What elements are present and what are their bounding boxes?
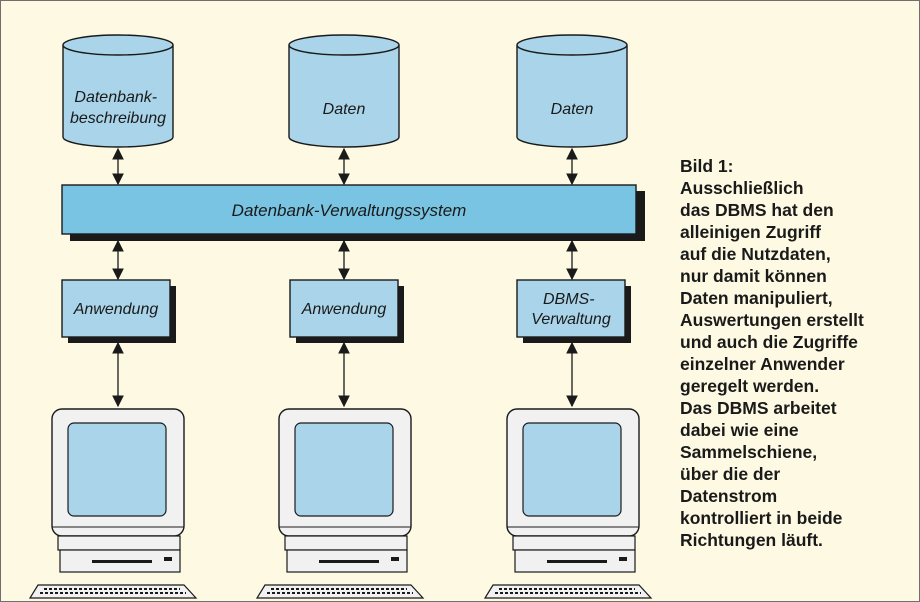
application-label: Anwendung xyxy=(73,301,159,318)
application-label: Anwendung xyxy=(301,301,387,318)
dbms-bus: Datenbank-Verwaltungssystem xyxy=(61,184,645,241)
bus-app-connectors xyxy=(112,239,578,281)
workstation-2 xyxy=(255,408,425,599)
application-box-3: DBMS- Verwaltung xyxy=(516,279,631,343)
database-cylinder-2: Daten xyxy=(288,34,400,148)
svg-text:Datenbank- beschreibung: Datenbank- beschreibung xyxy=(70,89,166,127)
dbms-bus-label: Datenbank-Verwaltungssystem xyxy=(232,201,467,220)
application-box-1: Anwendung xyxy=(61,279,176,343)
database-label-line: Datenbank- xyxy=(74,89,157,106)
svg-text:DBMS- Verwaltung: DBMS- Verwaltung xyxy=(531,291,611,328)
database-label: Daten xyxy=(323,101,366,118)
database-cylinder-3: Daten xyxy=(516,34,628,148)
database-label: Daten xyxy=(551,101,594,118)
app-workstation-connectors xyxy=(112,341,578,408)
application-box-2: Anwendung xyxy=(289,279,404,343)
figure-caption: Bild 1: Ausschließlich das DBMS hat den … xyxy=(680,155,915,551)
database-cylinder-1: Datenbank- beschreibung xyxy=(62,34,174,148)
caption-text: Ausschließlich das DBMS hat den alleinig… xyxy=(680,178,864,550)
workstation-1 xyxy=(28,408,198,599)
workstation-3 xyxy=(483,408,653,599)
computer-icon xyxy=(483,408,653,599)
computer-icon xyxy=(28,408,198,599)
computer-icon xyxy=(255,408,425,599)
database-label-line: beschreibung xyxy=(70,110,166,127)
db-bus-connectors xyxy=(112,147,578,186)
application-label-line: DBMS- xyxy=(543,291,595,308)
caption-title: Bild 1: xyxy=(680,156,734,176)
application-label-line: Verwaltung xyxy=(531,311,611,328)
